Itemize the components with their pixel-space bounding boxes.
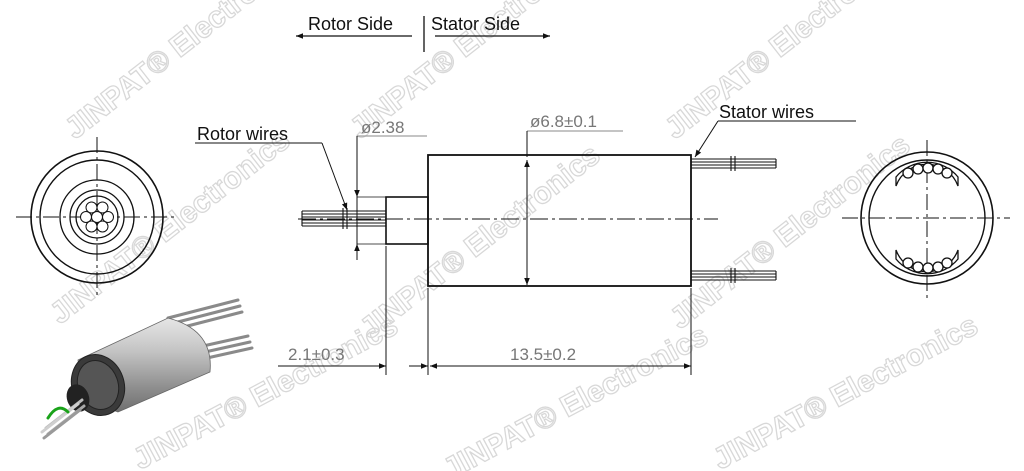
rotor-wires — [301, 208, 386, 229]
watermark-text: JINPAT® Electronics — [438, 319, 713, 471]
body-length-dim: 13.5±0.2 — [510, 345, 576, 364]
watermark-text: JINPAT® Electronics — [44, 123, 296, 330]
stator-wires-top — [691, 156, 777, 171]
rotor-wires-callout: Rotor wires — [197, 124, 288, 144]
stator-side-label: Stator Side — [431, 14, 520, 34]
shaft-length-dim: 2.1±0.3 — [288, 345, 345, 364]
body-diameter-dim: ø6.8±0.1 — [530, 112, 597, 131]
shaft-diameter-dim: ø2.38 — [361, 118, 404, 137]
stator-wires-bottom — [691, 268, 777, 283]
stator-wires-callout: Stator wires — [719, 102, 814, 122]
watermark-layer: JINPAT® Electronics JINPAT® Electronics … — [43, 0, 984, 471]
stator-wire-group-top — [895, 161, 959, 187]
side-indicator: Rotor Side Stator Side — [296, 14, 550, 52]
watermark-text: JINPAT® Electronics — [354, 138, 606, 345]
watermark-text: JINPAT® Electronics — [659, 0, 911, 146]
rotor-wire-bundle — [80, 201, 114, 233]
rotor-shaft — [385, 196, 429, 245]
watermark-text: JINPAT® Electronics — [708, 309, 983, 471]
slip-ring-side-view: Rotor wires Stator wires ø2.38 ø6.8±0.1 … — [195, 102, 856, 375]
stator-wire-group-bottom — [895, 249, 959, 275]
stator-end-view — [842, 140, 1010, 298]
rotor-side-label: Rotor Side — [308, 14, 393, 34]
slip-ring-3d-render — [40, 298, 254, 440]
rotor-end-view — [16, 137, 178, 298]
